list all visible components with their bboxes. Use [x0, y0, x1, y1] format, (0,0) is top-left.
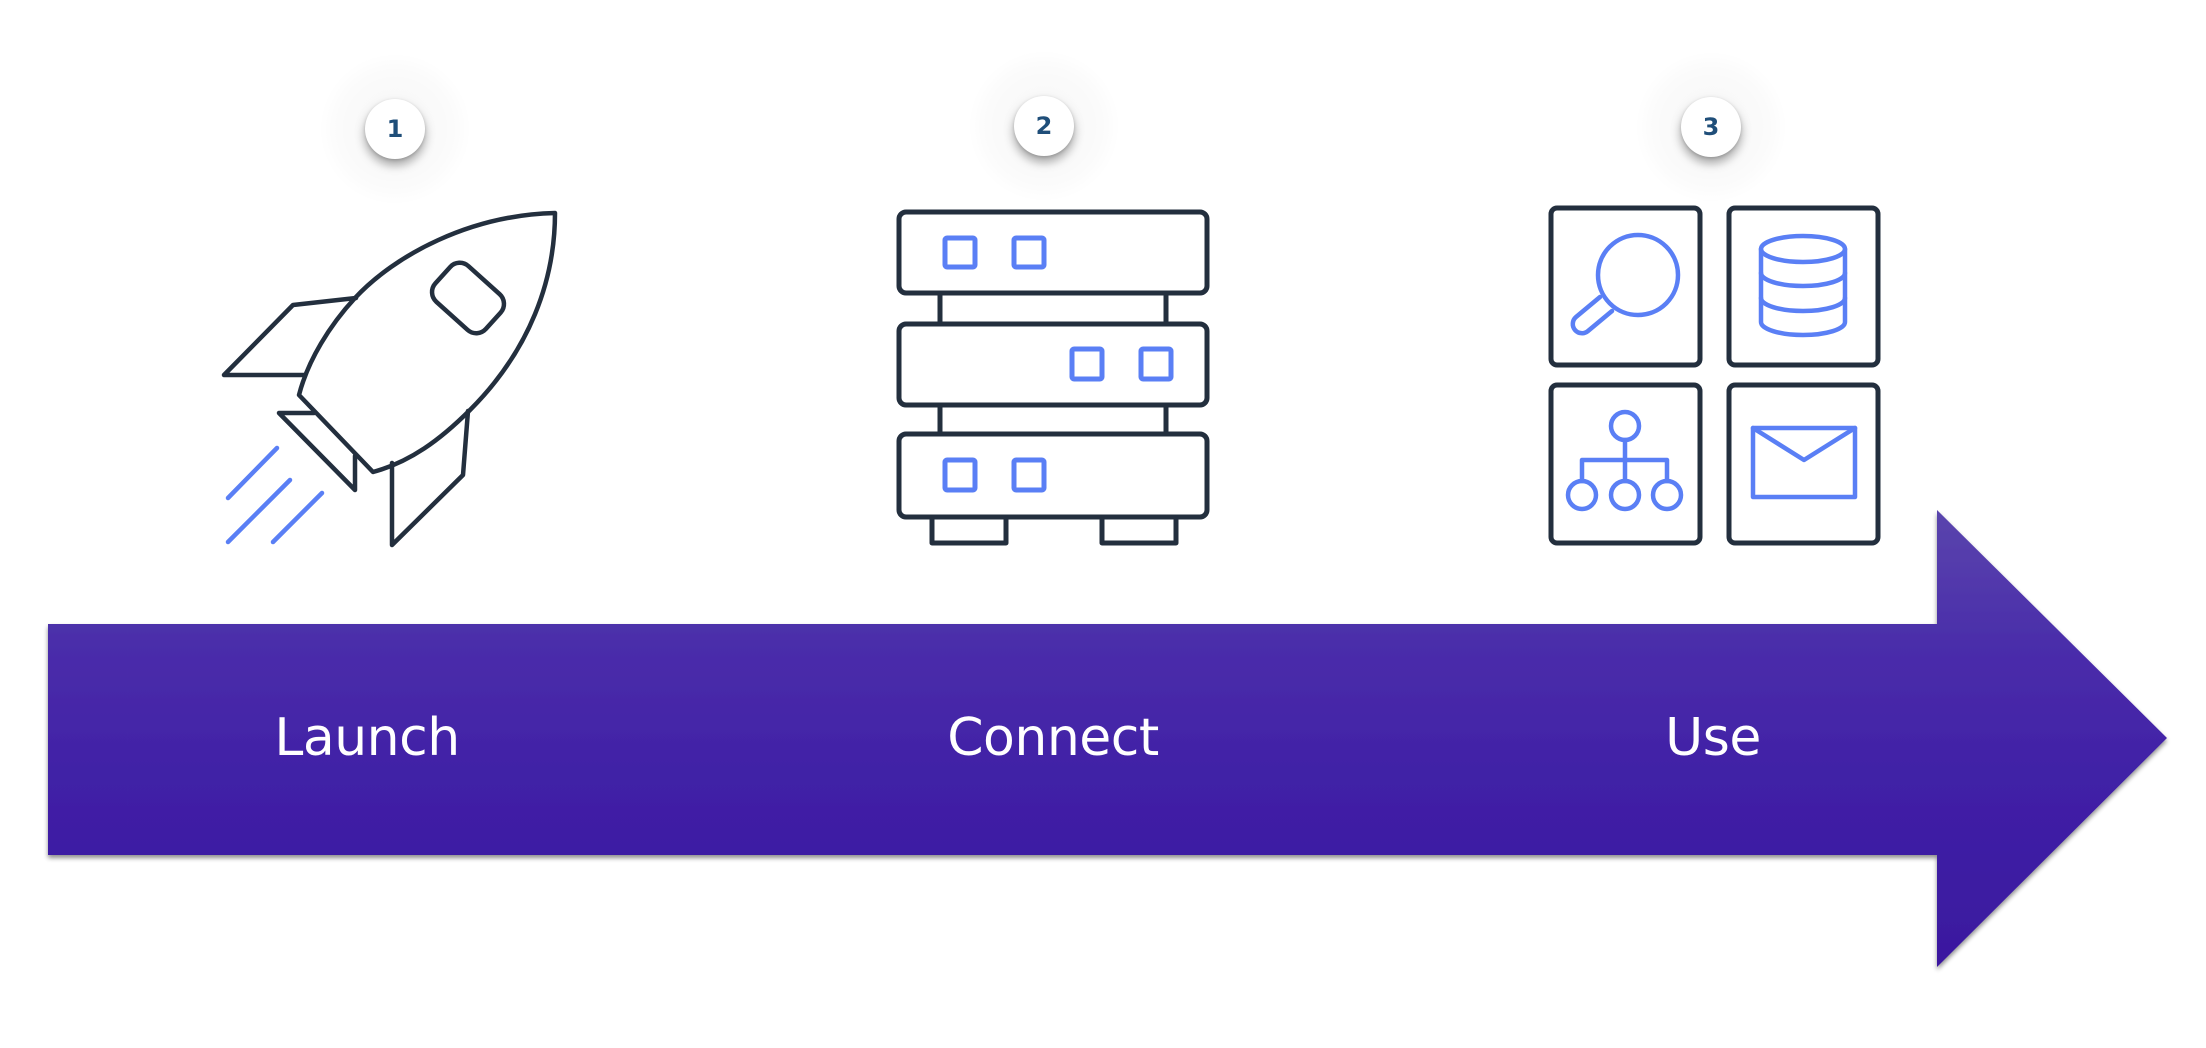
step-3-label: Use	[1665, 708, 1761, 768]
step-3-badge: 3	[1681, 97, 1741, 157]
rocket-icon	[221, 210, 558, 548]
step-3-number: 3	[1702, 113, 1720, 141]
flow-arrow	[48, 510, 2167, 967]
step-2-badge: 2	[1014, 96, 1074, 156]
step-1-badge: 1	[365, 99, 425, 159]
envelope-icon	[1750, 425, 1858, 500]
hierarchy-tile	[1548, 382, 1703, 546]
server-rack-icon	[896, 209, 1210, 546]
envelope-tile	[1726, 382, 1881, 546]
database-tile	[1726, 205, 1881, 368]
step-1-label: Launch	[274, 708, 460, 768]
flow-arrow-shape	[48, 510, 2167, 967]
step-2-label: Connect	[947, 708, 1159, 768]
database-icon	[1758, 233, 1848, 338]
search-tile	[1548, 205, 1703, 368]
step-2-number: 2	[1035, 112, 1053, 140]
hierarchy-icon	[1565, 409, 1684, 512]
search-icon	[1570, 232, 1681, 336]
services-grid-icon	[1548, 205, 1881, 546]
step-1-number: 1	[386, 115, 404, 143]
